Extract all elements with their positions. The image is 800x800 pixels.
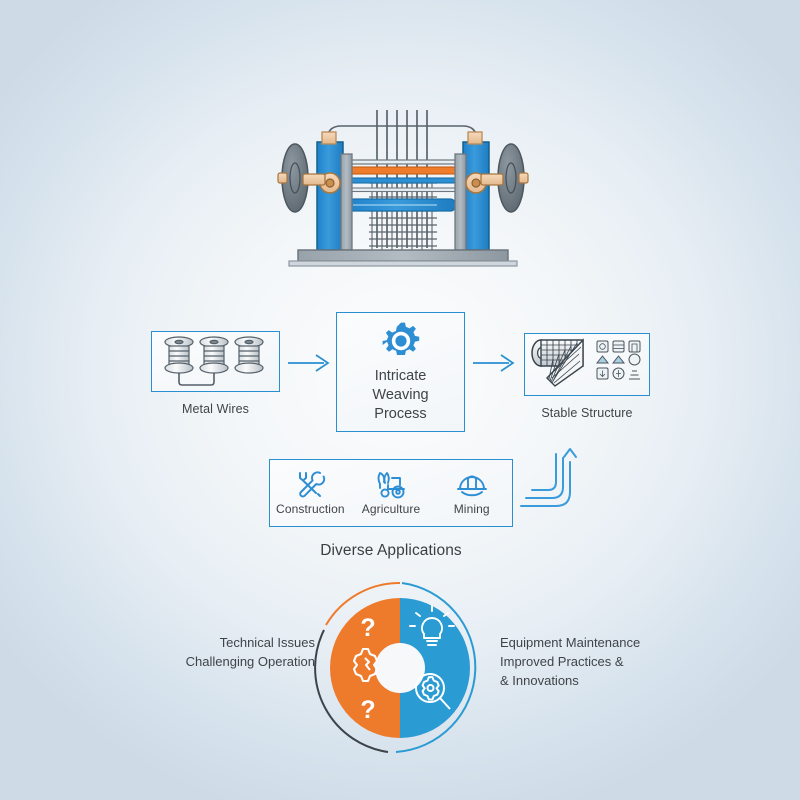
mining-label: Mining <box>453 502 490 516</box>
curved-up-arrow <box>520 440 600 520</box>
column-right-cap <box>467 131 483 145</box>
donut-half-left <box>330 598 400 738</box>
column-right-brace <box>454 153 467 251</box>
column-left-brace <box>340 153 353 251</box>
technical-issues-text: Technical Issues Challenging Operation <box>145 633 315 671</box>
outer-ring-orange <box>325 581 401 626</box>
right-line-1: Equipment Maintenance <box>500 635 641 650</box>
machine-base-plate <box>288 260 518 267</box>
question-mark-icon-top: ? <box>360 614 375 642</box>
right-line-3: & Innovations <box>500 673 579 688</box>
application-item-agriculture[interactable]: Agriculture <box>351 460 432 526</box>
process-line-1: Intricate <box>374 368 427 384</box>
hub-right-center <box>471 178 481 188</box>
stable-structure-box[interactable] <box>524 333 650 396</box>
process-line-2: Weaving <box>372 387 429 403</box>
rail-orange <box>342 166 464 175</box>
loom-svg <box>277 110 529 267</box>
axle-right-end <box>518 172 529 184</box>
gear-magnifier-icon <box>415 673 451 710</box>
column-left <box>316 141 344 251</box>
mesh-verticals <box>371 182 433 250</box>
column-right <box>462 141 490 251</box>
wire-loop <box>178 373 215 386</box>
arrow-head-up <box>563 448 577 458</box>
guide-wire <box>326 125 478 142</box>
machine-base <box>297 249 509 262</box>
equipment-maintenance-text: Equipment Maintenance Improved Practices… <box>500 633 700 690</box>
diverse-applications-box[interactable]: Construction Agriculture <box>269 459 513 527</box>
donut-half-right <box>400 598 470 738</box>
agriculture-label: Agriculture <box>361 502 421 516</box>
hub-left-center <box>325 178 335 188</box>
tools-icon <box>299 471 326 498</box>
metal-wires-label: Metal Wires <box>181 402 250 416</box>
mesh-application-icon-grid <box>595 340 641 380</box>
arrow-right-1 <box>288 352 332 374</box>
tractor-icon <box>377 472 405 499</box>
diverse-applications-label: Diverse Applications <box>320 542 462 559</box>
flywheel-left-inner <box>289 162 301 194</box>
rail-top <box>342 159 464 165</box>
outer-ring-dark <box>314 629 389 753</box>
left-line-1: Technical Issues <box>219 635 315 650</box>
left-line-2: Challenging Operation <box>185 654 315 669</box>
application-item-mining[interactable]: Mining <box>431 460 512 526</box>
weaving-process-box[interactable]: Intricate Weaving Process <box>336 312 465 432</box>
donut-center-hole <box>375 643 425 693</box>
outer-ring-blue <box>395 582 477 753</box>
wire-weaving-loom-illustration <box>265 98 540 273</box>
broken-gear-icon <box>352 647 379 683</box>
mesh-roll-icon <box>531 338 641 387</box>
axle-left <box>302 173 326 186</box>
arrow-right-2 <box>473 352 517 374</box>
weaving-process-label: Intricate Weaving Process <box>372 367 428 424</box>
column-left-cap <box>321 131 337 145</box>
metal-wires-box[interactable] <box>151 331 280 392</box>
rail-lower <box>342 187 464 193</box>
hardhat-icon <box>456 475 487 497</box>
wire-spools-icon <box>164 336 264 386</box>
lightbulb-icon <box>409 605 455 646</box>
axle-left-end <box>277 172 288 184</box>
gear-icon <box>382 322 419 355</box>
construction-label: Construction <box>276 502 345 516</box>
right-line-2: Improved Practices & <box>500 654 624 669</box>
process-line-3: Process <box>374 406 427 422</box>
challenges-solutions-donut: ? ? <box>310 578 490 758</box>
stable-structure-label: Stable Structure <box>541 406 633 420</box>
flywheel-right-inner <box>505 162 517 194</box>
axle-right <box>480 173 504 186</box>
rail-blue <box>342 177 464 184</box>
application-item-construction[interactable]: Construction <box>270 460 351 526</box>
question-mark-icon-bottom: ? <box>360 696 375 724</box>
